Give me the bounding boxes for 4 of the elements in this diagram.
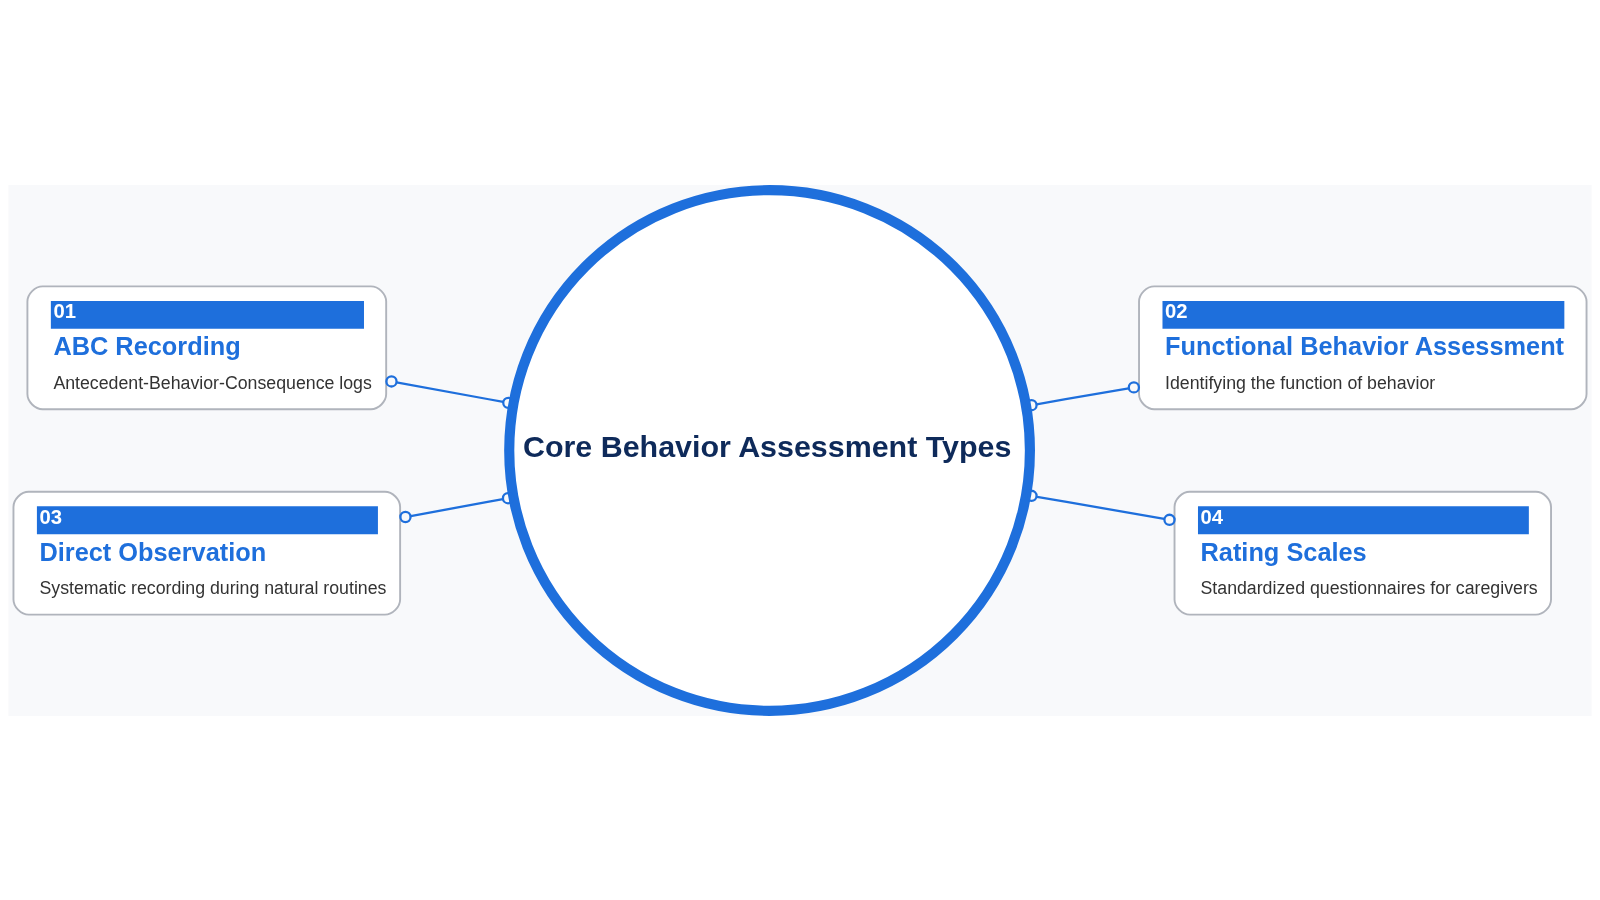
node-box: 04 Rating Scales Standardized questionnaires for caregivers	[1173, 490, 1552, 616]
node-box: 02 Functional Behavior Assessment Identifying the function of behavior	[1138, 284, 1588, 410]
node-box: 03 Direct Observation Systematic recording during natural routines	[12, 490, 402, 616]
node-box: 01 ABC Recording Antecedent-Behavior-Consequence logs	[26, 284, 388, 410]
